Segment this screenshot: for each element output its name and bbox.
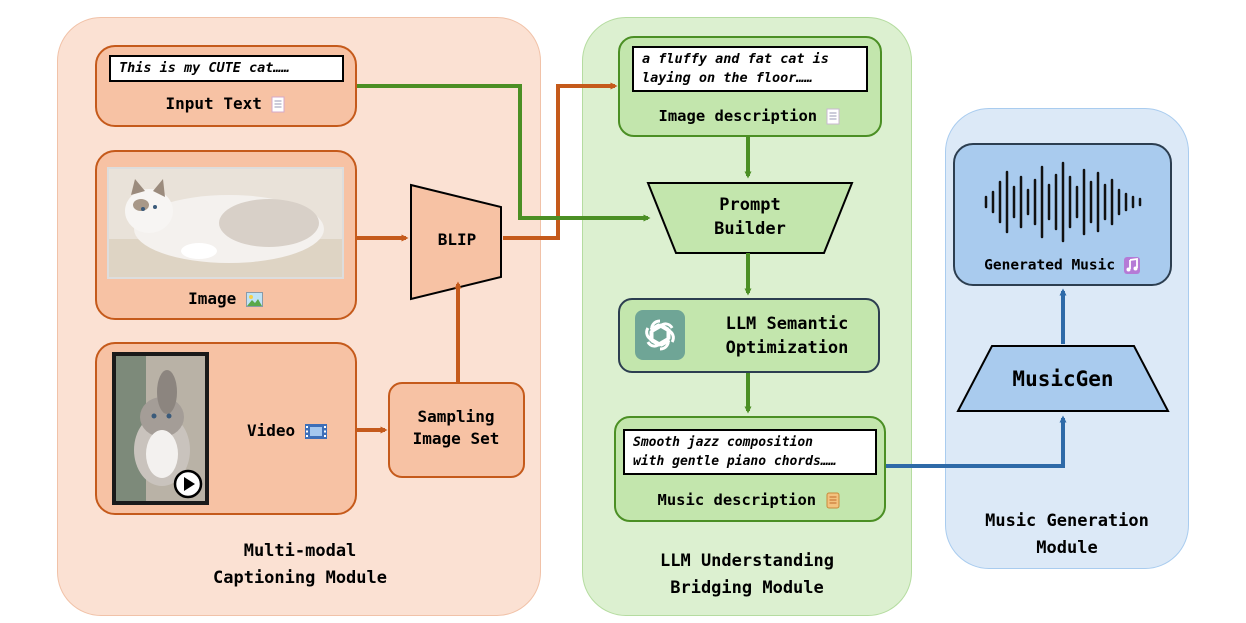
image-label-row: Image [97, 289, 354, 308]
cat-photo [107, 167, 344, 279]
musicgen-label: MusicGen [1012, 367, 1114, 391]
openai-logo [635, 310, 685, 360]
openai-logo-icon [645, 319, 675, 351]
document-icon [271, 96, 285, 113]
image-description-label-row: Image description [620, 107, 879, 125]
image-description-example: a fluffy and fat cat is laying on the fl… [632, 46, 868, 92]
video-label-row: Video [247, 421, 347, 440]
sampling-box: Sampling Image Set [388, 382, 525, 478]
input-text-label: Input Text [165, 94, 262, 113]
music-description-label-row: Music description [616, 491, 883, 509]
video-box: Video [95, 342, 357, 515]
waveform-icon [984, 161, 1142, 243]
captioning-module-title: Multi-modal Captioning Module [213, 541, 387, 588]
generated-music-label-row: Generated Music [955, 257, 1169, 274]
musicgen-block [956, 345, 1170, 412]
prompt-builder-label: Prompt Builder [714, 195, 786, 239]
llm-label: LLM Semantic Optimization [725, 314, 849, 358]
film-icon [304, 424, 327, 439]
image-description-box: a fluffy and fat cat is laying on the fl… [618, 36, 882, 137]
image-box: Image [95, 150, 357, 320]
sampling-label: Sampling Image Set [412, 407, 500, 448]
bridging-module-title: LLM Understanding Bridging Module [660, 551, 834, 598]
generated-music-box: Generated Music [953, 143, 1172, 286]
prompt-builder-block [646, 182, 854, 254]
input-text-label-row: Input Text [97, 94, 354, 113]
image-label: Image [188, 289, 237, 308]
input-text-box: This is my CUTE cat…… Input Text [95, 45, 357, 127]
input-text-example: This is my CUTE cat…… [109, 55, 344, 82]
music-description-label: Music description [657, 491, 817, 509]
video-label: Video [247, 421, 296, 440]
llm-box: LLM Semantic Optimization [618, 298, 880, 373]
music-description-example: Smooth jazz composition with gentle pian… [623, 429, 877, 475]
music-note-icon [1123, 257, 1140, 274]
play-icon [173, 469, 203, 499]
scroll-icon [826, 492, 840, 509]
video-thumbnail [112, 352, 209, 505]
generation-module-title: Music Generation Module [985, 511, 1149, 558]
cat-photo-image [109, 169, 342, 277]
blip-label: BLIP [437, 230, 477, 249]
generated-music-label: Generated Music [984, 257, 1116, 274]
document-icon [826, 108, 840, 125]
music-description-box: Smooth jazz composition with gentle pian… [614, 416, 886, 522]
image-description-label: Image description [658, 107, 818, 125]
picture-icon [245, 292, 263, 307]
